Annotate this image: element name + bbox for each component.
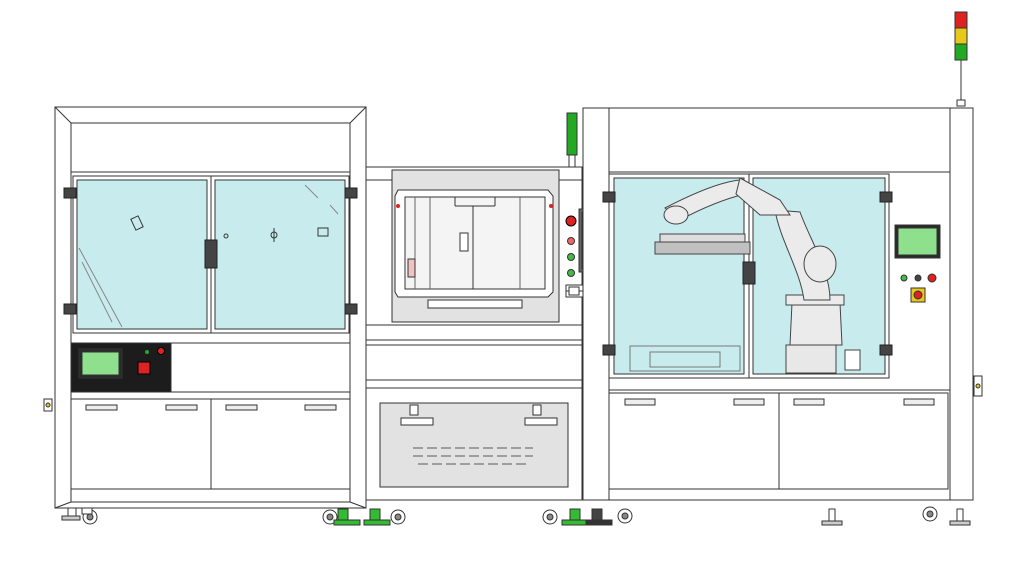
emergency-stop-icon: [137, 361, 151, 375]
middle-lower-door: [379, 402, 569, 488]
middle-viewing-window: [391, 169, 560, 323]
right-hmi-screen: [897, 227, 938, 256]
hmi-screen: [81, 351, 120, 376]
signal-tower: [954, 11, 968, 107]
robot-arm: [654, 177, 861, 374]
middle-module: [365, 112, 583, 501]
middle-indicators: [565, 215, 577, 277]
right-control-panel: [894, 224, 941, 303]
right-casters: [542, 506, 971, 526]
right-drawers: [608, 392, 949, 490]
left-cabinet: [43, 106, 367, 509]
green-status-bar: [566, 112, 578, 156]
left-drawers: [70, 398, 351, 490]
left-glass-doors: [72, 175, 350, 334]
left-control-panel: [70, 342, 351, 393]
right-cabinet: [582, 107, 983, 501]
left-casters: [61, 507, 406, 526]
